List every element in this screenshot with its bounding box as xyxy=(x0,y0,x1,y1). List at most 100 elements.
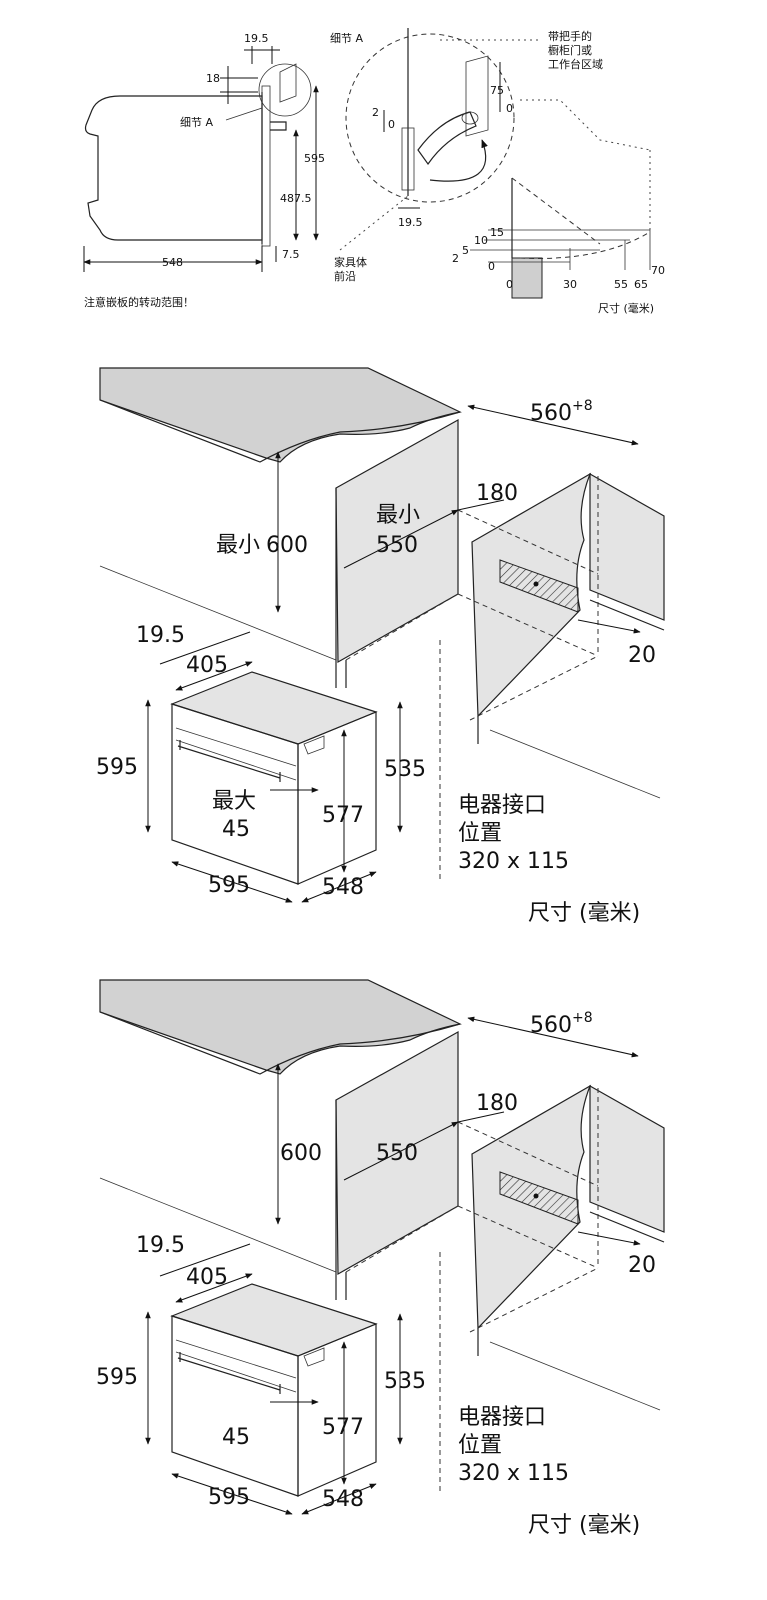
back-wall xyxy=(589,472,665,621)
oven-side xyxy=(297,711,377,885)
label-max: 最大 xyxy=(212,789,256,814)
connection-point xyxy=(533,1193,539,1199)
floor-line-left xyxy=(99,565,337,661)
dim-180: 180 xyxy=(476,1091,518,1116)
countertop xyxy=(99,979,462,1075)
oven-side-profile xyxy=(84,95,263,241)
detail-a-circle-small xyxy=(258,63,312,117)
oven-handle xyxy=(177,1352,281,1394)
cabinet-door-detail xyxy=(465,55,489,137)
oven-panel-lines xyxy=(175,1339,297,1393)
niche-outline xyxy=(345,1088,599,1492)
dim-548: 548 xyxy=(322,1487,364,1512)
note-front-line1: 家具体 xyxy=(334,255,367,269)
dim-548: 548 xyxy=(162,256,183,269)
door-area-boundary xyxy=(520,99,651,151)
dim-535: 535 xyxy=(384,757,426,782)
dim-0-left: 0 xyxy=(388,118,395,131)
install-panel-bot xyxy=(99,979,665,1515)
dim-55: 55 xyxy=(614,278,628,291)
dim-550: 550 xyxy=(376,533,418,558)
handle-detail xyxy=(417,111,477,166)
detail-a-title: 细节 A xyxy=(330,32,363,45)
dim-0-b: 0 xyxy=(488,260,495,273)
dim-18: 18 xyxy=(206,72,220,85)
panel-section xyxy=(511,257,543,299)
dim-15: 15 xyxy=(490,226,504,239)
dim-595: 595 xyxy=(304,152,325,165)
connection-zone xyxy=(499,1171,579,1225)
dim-20: 20 xyxy=(628,643,656,668)
conn-size: 320 x 115 xyxy=(458,1461,569,1486)
dim-65: 65 xyxy=(634,278,648,291)
dim-595-w: 595 xyxy=(208,1485,250,1510)
floor-line-left xyxy=(99,1177,337,1273)
detail-a-leader xyxy=(225,107,263,121)
side-section-texts: 19.5 18 细节 A 595 487.5 7.5 548 细节 A 75 0… xyxy=(84,29,665,315)
dim-595-h: 595 xyxy=(96,1365,138,1390)
dim-line-548 xyxy=(301,871,377,903)
oven-latch xyxy=(303,735,325,755)
conn-size: 320 x 115 xyxy=(458,849,569,874)
conn-label-line1: 电器接口 xyxy=(458,1405,546,1430)
dim-line-19-5 xyxy=(159,1243,251,1277)
dim-600: 600 xyxy=(280,1141,322,1166)
dim-5: 5 xyxy=(462,244,469,257)
conn-label-line2: 位置 xyxy=(458,821,502,846)
dim-line-405 xyxy=(175,661,253,691)
door-handle-side xyxy=(270,121,287,131)
warning-note: 注意嵌板的转动范围！ xyxy=(84,295,194,309)
rotation-arrow xyxy=(429,139,488,182)
oven-panel-lines xyxy=(175,727,297,781)
handle-pivot xyxy=(461,111,479,125)
back-wall-floor xyxy=(589,1211,665,1243)
dim-20: 20 xyxy=(628,1253,656,1278)
connection-point xyxy=(533,581,539,587)
dim-line-595-w xyxy=(171,1473,293,1515)
floor-line-right xyxy=(489,729,661,799)
dim-577: 577 xyxy=(322,1415,364,1440)
floor-line-right xyxy=(489,1341,661,1411)
dim-19-5-b: 19.5 xyxy=(398,216,423,229)
dim-487-5: 487.5 xyxy=(280,192,312,205)
dim-line-550 xyxy=(343,1121,459,1181)
dim-180: 180 xyxy=(476,481,518,506)
dim-7-5: 7.5 xyxy=(282,248,300,261)
note-door-line1: 带把手的 xyxy=(548,29,592,43)
dim-10: 10 xyxy=(474,234,488,247)
install-panel-mid xyxy=(99,367,665,903)
note-door-line3: 工作台区域 xyxy=(548,57,603,71)
install-panel-bot-texts: 560+8 600 550 180 20 19.5 405 595 45 577… xyxy=(96,1010,656,1538)
conn-label-line1: 电器接口 xyxy=(458,793,546,818)
swing-path xyxy=(511,177,601,245)
label-min-550-prefix: 最小 xyxy=(376,503,420,528)
back-wall-floor xyxy=(589,599,665,631)
dim-line-20 xyxy=(577,619,641,634)
oven-door-edge xyxy=(261,85,271,247)
dim-45: 45 xyxy=(222,817,250,842)
unit-label-mid: 尺寸 (毫米) xyxy=(528,901,640,926)
dim-405: 405 xyxy=(186,1265,228,1290)
dim-line-180 xyxy=(457,1111,505,1123)
dim-535: 535 xyxy=(384,1369,426,1394)
unit-label-bot: 尺寸 (毫米) xyxy=(528,1513,640,1538)
dim-0-c: 0 xyxy=(506,278,513,291)
dim-577: 577 xyxy=(322,803,364,828)
handle-bracket-small xyxy=(279,63,297,103)
back-wall xyxy=(589,1084,665,1233)
niche-outline xyxy=(345,476,599,880)
dim-45: 45 xyxy=(222,1425,250,1450)
dim-19-5: 19.5 xyxy=(136,623,185,648)
connection-zone xyxy=(499,559,579,613)
front-edge-leader xyxy=(339,195,409,251)
dim-70: 70 xyxy=(651,264,665,277)
dim-595-w: 595 xyxy=(208,873,250,898)
oven-frame-detail xyxy=(401,127,415,191)
oven-side xyxy=(297,1323,377,1497)
dim-75: 75 xyxy=(490,84,504,97)
dim-560: 560+8 xyxy=(530,398,593,426)
countertop xyxy=(99,367,462,463)
